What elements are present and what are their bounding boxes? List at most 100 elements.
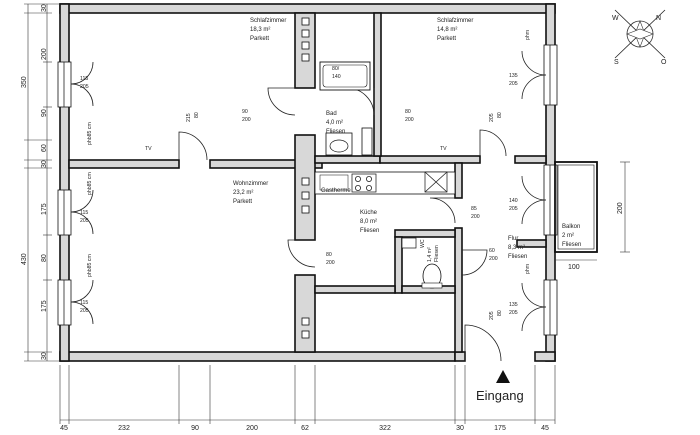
svg-text:WC: WC — [420, 239, 426, 248]
svg-text:45: 45 — [60, 425, 68, 432]
compass-letters: N O S W — [612, 15, 667, 66]
svg-text:205: 205 — [509, 310, 518, 316]
tv-label-left: TV — [145, 146, 152, 152]
svg-text:115: 115 — [80, 210, 88, 216]
dimension-lines — [24, 3, 630, 424]
svg-text:60: 60 — [41, 144, 48, 152]
svg-text:322: 322 — [379, 425, 391, 432]
svg-text:175: 175 — [494, 425, 506, 432]
svg-text:Fliesen: Fliesen — [326, 129, 345, 135]
svg-text:O: O — [661, 59, 667, 66]
svg-text:115: 115 — [80, 76, 88, 82]
balcony — [554, 161, 598, 253]
svg-text:115: 115 — [80, 300, 88, 306]
wc-fixtures — [401, 237, 443, 289]
balkon-dim-h: 100 — [568, 264, 580, 271]
balkon-dim-v: 200 — [617, 202, 624, 214]
svg-text:175: 175 — [41, 203, 48, 215]
room-label-kueche: Küche 8,0 m² Fliesen — [360, 210, 379, 234]
svg-text:Küche: Küche — [360, 210, 378, 216]
gastherme-label: Gastherme — [321, 188, 351, 194]
bathtub-label-h: 140 — [332, 74, 341, 80]
svg-text:205: 205 — [80, 84, 89, 90]
svg-text:200: 200 — [489, 256, 498, 262]
svg-text:phb85 cm: phb85 cm — [87, 172, 93, 195]
bath-fixtures — [319, 61, 373, 156]
room-label-schlaf-left: Schlafzimmer 18,3 m² Parkett — [250, 18, 286, 42]
eingang-label: Eingang — [476, 388, 524, 403]
svg-text:S: S — [614, 59, 619, 66]
svg-text:205: 205 — [509, 81, 518, 87]
svg-text:phb85 cm: phb85 cm — [87, 122, 93, 145]
svg-text:8,0 m²: 8,0 m² — [360, 219, 377, 225]
svg-text:80: 80 — [405, 109, 411, 115]
svg-text:90: 90 — [242, 109, 248, 115]
svg-text:80: 80 — [497, 310, 503, 316]
svg-text:80: 80 — [326, 252, 332, 258]
svg-text:W: W — [612, 15, 619, 22]
svg-text:200: 200 — [405, 117, 414, 123]
svg-text:175: 175 — [41, 300, 48, 312]
svg-text:Parkett: Parkett — [437, 36, 456, 42]
svg-text:200: 200 — [246, 425, 258, 432]
svg-text:Wohnzimmer: Wohnzimmer — [233, 181, 268, 187]
svg-text:135: 135 — [509, 302, 518, 308]
windows-left — [57, 61, 94, 326]
svg-text:215: 215 — [186, 113, 192, 122]
room-label-wc: WC 1,4 m² Fliesen — [420, 239, 440, 262]
svg-text:30: 30 — [41, 4, 48, 12]
svg-text:4,0 m²: 4,0 m² — [326, 120, 343, 126]
doors — [178, 87, 507, 362]
room-label-wohn: Wohnzimmer 23,2 m² Parkett — [233, 181, 268, 205]
svg-text:90: 90 — [41, 109, 48, 117]
svg-text:430: 430 — [21, 253, 28, 265]
svg-text:80: 80 — [497, 112, 503, 118]
svg-text:phb85 cm: phb85 cm — [87, 254, 93, 277]
svg-text:90: 90 — [191, 425, 199, 432]
svg-text:2 m²: 2 m² — [562, 233, 574, 239]
svg-text:205: 205 — [489, 113, 495, 122]
svg-text:60: 60 — [489, 248, 495, 254]
svg-text:200: 200 — [242, 117, 251, 123]
svg-text:Balkon: Balkon — [562, 224, 580, 230]
bathtub-label-w: 80/ — [332, 66, 340, 72]
svg-text:1,4 m²: 1,4 m² — [427, 247, 433, 262]
svg-text:135: 135 — [509, 73, 518, 79]
svg-text:80: 80 — [194, 112, 200, 118]
svg-text:350: 350 — [21, 76, 28, 88]
svg-text:14,8 m²: 14,8 m² — [437, 27, 457, 33]
room-label-balkon: Balkon 2 m² Fliesen — [562, 224, 581, 248]
room-label-schlaf-right: Schlafzimmer 14,8 m² Parkett — [437, 18, 473, 42]
svg-text:Fliesen: Fliesen — [562, 242, 581, 248]
svg-text:Parkett: Parkett — [250, 36, 269, 42]
dims-bottom: 45 232 90 200 62 322 30 175 45 — [60, 425, 549, 432]
kitchen-counter — [314, 171, 456, 195]
svg-text:205: 205 — [489, 311, 495, 320]
svg-text:85: 85 — [471, 206, 477, 212]
svg-text:140: 140 — [509, 198, 518, 204]
svg-text:N: N — [656, 15, 661, 22]
svg-text:30: 30 — [456, 425, 464, 432]
svg-text:205: 205 — [80, 308, 89, 314]
chimney-blocks — [301, 17, 310, 339]
compass-icon — [614, 9, 666, 59]
room-label-flur: Flur 8,3 m² Fliesen — [508, 236, 527, 260]
svg-text:23,2 m²: 23,2 m² — [233, 190, 253, 196]
svg-text:80: 80 — [41, 254, 48, 262]
svg-text:18,3 m²: 18,3 m² — [250, 27, 270, 33]
svg-text:8,3 m²: 8,3 m² — [508, 245, 525, 251]
svg-text:30: 30 — [41, 352, 48, 360]
svg-text:Schlafzimmer: Schlafzimmer — [250, 18, 286, 24]
opening-labels: 115 205 115 205 115 205 135 205 140 205 … — [80, 30, 531, 320]
svg-text:232: 232 — [118, 425, 130, 432]
svg-text:Fliesen: Fliesen — [434, 245, 440, 262]
svg-text:Schlafzimmer: Schlafzimmer — [437, 18, 473, 24]
tv-label-right: TV — [440, 146, 447, 152]
svg-text:phm: phm — [525, 30, 531, 40]
svg-text:205: 205 — [509, 206, 518, 212]
svg-text:45: 45 — [541, 425, 549, 432]
svg-text:Fliesen: Fliesen — [360, 228, 379, 234]
svg-text:Fliesen: Fliesen — [508, 254, 527, 260]
svg-text:200: 200 — [326, 260, 335, 266]
